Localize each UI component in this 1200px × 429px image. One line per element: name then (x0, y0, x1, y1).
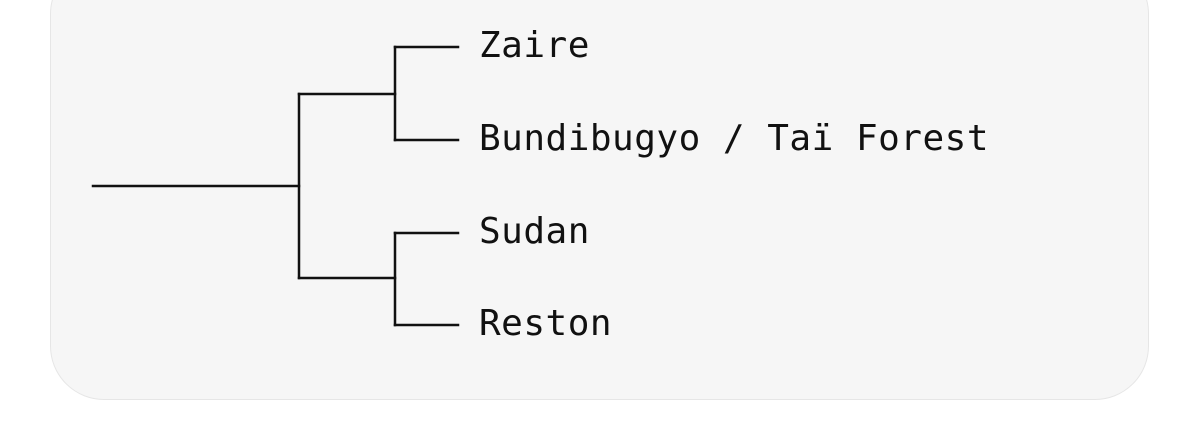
leaf-label-sudan: Sudan (479, 211, 590, 252)
diagram-card (50, 0, 1149, 400)
leaf-label-reston: Reston (479, 303, 613, 344)
leaf-label-bundibugyo-tai-forest: Bundibugyo / Taï Forest (479, 118, 989, 159)
leaf-label-zaire: Zaire (479, 25, 590, 66)
